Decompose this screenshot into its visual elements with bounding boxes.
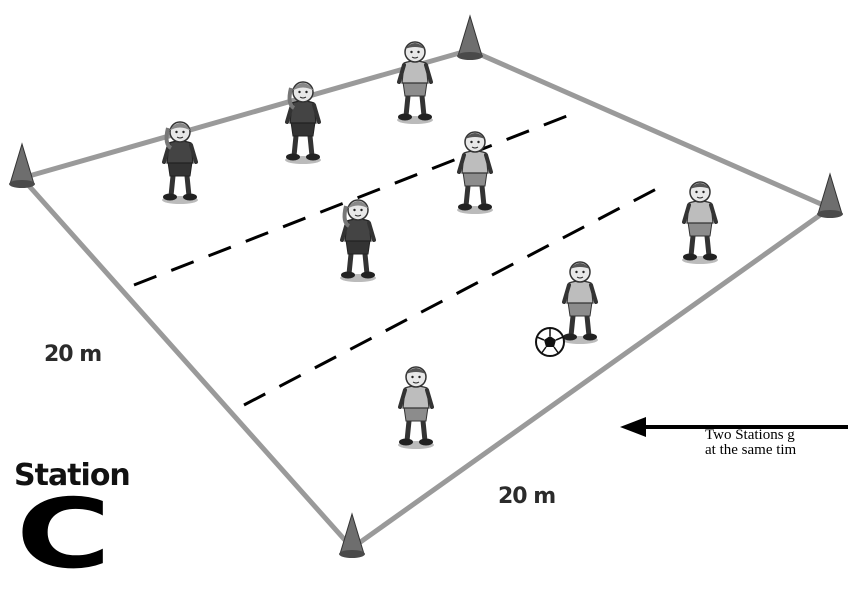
field-boundary [19,47,833,551]
note-text: Two Stations g at the same tim [705,428,848,458]
player-6 [682,182,718,264]
player-4 [457,132,493,214]
note-line-2: at the same tim [705,442,797,458]
bottom-side-dimension: 20 m [498,484,556,509]
player-8 [398,367,434,449]
left-side-dimension: 20 m [44,342,102,367]
divider-line-1 [133,112,573,287]
station-label: Station [14,458,131,493]
cone-right [816,173,844,219]
player-7 [562,262,598,344]
player-5 [340,200,376,282]
divider-lines [133,112,663,407]
cone-left [8,143,36,189]
player-1 [162,122,198,204]
soccer-ball-icon [535,327,565,357]
note-line-1: Two Stations g [705,428,795,443]
cone-top [456,15,484,61]
field-diagram [8,15,848,559]
station-letter: C [16,478,112,590]
arrow-icon [620,417,848,437]
player-3 [397,42,433,124]
